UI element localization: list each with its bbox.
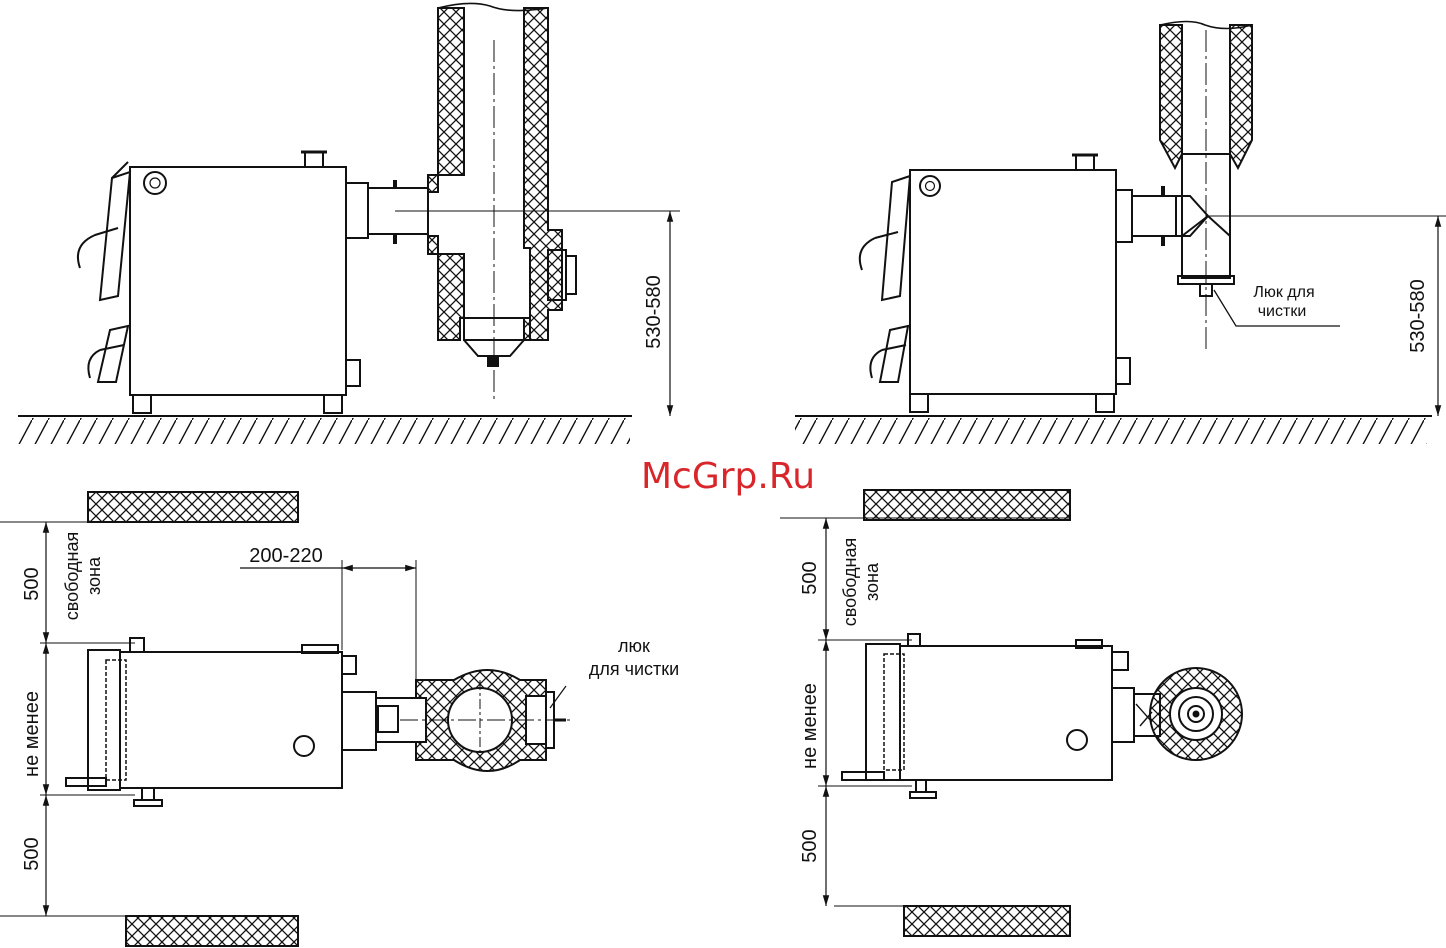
offset-dimension-label: 200-220	[249, 545, 322, 567]
boiler-body	[130, 167, 346, 395]
wall-hatch	[904, 906, 1070, 936]
front-door-plan	[88, 650, 120, 790]
dimension-500-label: 500	[799, 561, 821, 594]
flue-collar	[1116, 190, 1132, 242]
chimney-wall	[428, 8, 464, 192]
watermark-text: McGrp.Ru	[641, 456, 815, 497]
cleaning-hatch-label: Люк для	[1253, 284, 1314, 301]
chimney-insulation	[1230, 25, 1252, 168]
free-zone-label: свободная	[840, 538, 860, 627]
height-dimension-label: 530-580	[643, 275, 665, 348]
wall-hatch	[864, 490, 1070, 520]
front-door-plan	[866, 644, 900, 780]
lower-door	[880, 326, 908, 382]
not-less-label: не менее	[799, 683, 821, 769]
chimney-wall	[524, 8, 562, 340]
boiler-leg	[324, 395, 342, 413]
boiler-plan	[900, 646, 1112, 780]
thermometer-icon	[144, 172, 166, 194]
boiler-leg	[133, 395, 151, 413]
not-less-label: не менее	[21, 691, 43, 777]
lower-door	[98, 326, 128, 382]
top-fitting	[305, 152, 323, 167]
elevation-left	[18, 3, 680, 444]
dimension-500-label: 500	[21, 837, 43, 870]
wall-hatch	[88, 492, 298, 522]
upper-door	[882, 176, 910, 300]
side-bracket	[346, 360, 360, 386]
side-bracket	[1116, 358, 1130, 384]
boiler-plan	[120, 652, 342, 788]
boiler-leg	[910, 394, 928, 412]
top-fitting	[1076, 155, 1094, 170]
free-zone-label: свободная	[62, 532, 82, 621]
chimney-wall	[428, 236, 464, 340]
door-handle	[78, 228, 118, 268]
free-zone-label: зона	[862, 562, 882, 601]
boiler-leg	[1096, 394, 1114, 412]
free-zone-label: зона	[84, 556, 104, 595]
dimension-500-label: 500	[21, 567, 43, 600]
upper-door	[100, 172, 130, 300]
pipe-connection-icon	[294, 736, 314, 756]
thermometer-icon	[920, 176, 940, 196]
door-handle	[860, 232, 898, 270]
height-dimension-label: 530-580	[1407, 279, 1429, 352]
flue-pipe	[1132, 196, 1176, 236]
cleaning-hatch-label: для чистки	[589, 659, 679, 679]
dimension-500-label: 500	[799, 829, 821, 862]
elevation-right	[795, 22, 1446, 445]
cleaning-hatch-label: чистки	[1258, 303, 1307, 320]
wall-hatch	[126, 916, 298, 946]
chimney-insulation	[1160, 25, 1182, 168]
boiler-body	[910, 170, 1116, 394]
pipe-connection-icon	[1067, 730, 1087, 750]
cleaning-hatch-label: люк	[618, 636, 650, 656]
flue-collar	[346, 183, 368, 238]
soot-pocket	[464, 318, 530, 340]
ground-hatch	[18, 418, 630, 444]
ground-hatch	[795, 418, 1427, 444]
